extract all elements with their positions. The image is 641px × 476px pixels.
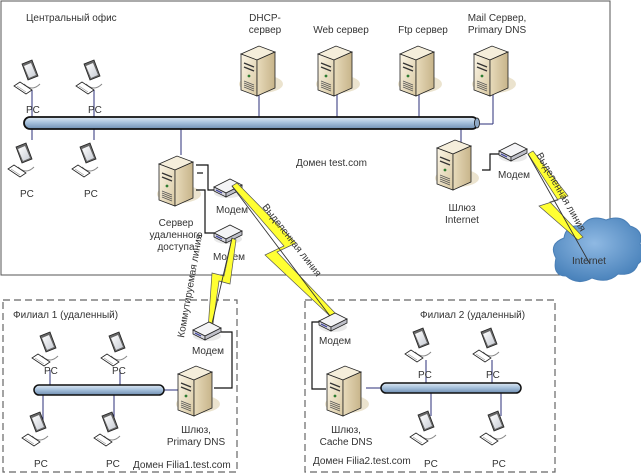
gateway-modem: Модем [498,142,530,181]
svg-text:PC: PC [424,459,438,470]
svg-text:Web сервер: Web сервер [313,25,369,36]
svg-text:DHCP-: DHCP- [249,13,281,24]
svg-text:Ftp сервер: Ftp сервер [398,25,448,36]
svg-text:Cache DNS: Cache DNS [320,437,373,448]
branch2-bus [380,382,522,394]
branch1-pc-1: PC [31,331,59,377]
central-office-border [0,0,611,276]
dhcp-server: DHCP- сервер [238,13,284,97]
svg-text:PC: PC [106,459,120,470]
branch2-gateway: Шлюз, Cache DNS [320,365,373,448]
branch2-pc-1: PC [404,327,432,381]
web-server: Web сервер [313,25,369,97]
svg-text:PC: PC [492,459,506,470]
svg-text:PC: PC [26,105,40,116]
svg-text:Шлюз: Шлюз [448,203,476,214]
central-pc-1: PC [13,59,41,116]
svg-text:Модем: Модем [192,346,224,357]
branch1-gateway: Шлюз, Primary DNS [167,365,226,448]
svg-text:Internet: Internet [445,215,479,226]
internet-gateway: Шлюз Internet [434,139,480,226]
branch2-title: Филиал 2 (удаленный) [420,310,525,321]
branch1-modem-cable [214,331,233,389]
central-pc-4: PC [71,142,99,200]
branch2-pc-3: PC [409,410,438,470]
svg-text:Сервер: Сервер [159,218,194,229]
central-pc-3: PC [7,142,35,200]
branch2-cables [366,360,502,416]
svg-text:PC: PC [20,189,34,200]
svg-text:PC: PC [418,370,432,381]
mail-server: Mail Сервер, Primary DNS [468,13,527,97]
central-office-title: Центральный офис [26,12,117,24]
branch2-modem-cable [311,321,326,390]
svg-text:Primary DNS: Primary DNS [468,25,527,36]
branch2-pc-2: PC [472,327,500,381]
branch1-title: Филиал 1 (удаленный) [13,310,118,321]
branch1-domain-label: Домен Filia1.test.com [133,460,231,471]
svg-text:PC: PC [486,370,500,381]
central-bus [23,116,480,130]
central-pc-2: PC [75,59,103,116]
branch2-border [304,299,556,473]
svg-text:PC: PC [112,366,126,377]
leased-line-branch2: Выделенная линия [231,182,338,321]
svg-text:Primary DNS: Primary DNS [167,437,226,448]
svg-text:сервер: сервер [249,25,282,36]
branch1-pc-2: PC [100,331,128,377]
branch1-bus [33,384,165,396]
central-modem-1: Модем [213,178,248,216]
svg-text:PC: PC [44,366,58,377]
central-domain-label: Домен test.com [296,158,367,169]
svg-text:Шлюз,: Шлюз, [181,425,211,436]
svg-text:Модем: Модем [216,205,248,216]
branch1-pc-4: PC [93,411,121,470]
svg-text:PC: PC [84,189,98,200]
svg-text:PC: PC [88,105,102,116]
branch1-pc-3: PC [21,411,49,470]
gateway-modem-cable [482,153,499,171]
svg-text:PC: PC [34,459,48,470]
branch2-pc-4: PC [479,410,507,470]
svg-text:Модем: Модем [319,336,351,347]
branch1-border [2,299,238,473]
ftp-server: Ftp сервер [397,25,448,97]
branch1-modem: Модем [192,321,224,357]
branch1-cables [42,370,178,420]
branch2-modem: Модем [318,312,351,347]
svg-text:удаленного: удаленного [149,230,202,241]
remote-modem-cables [196,164,215,234]
branch2-domain-label: Домен Filia2.test.com [313,456,411,467]
svg-text:Mail Сервер,: Mail Сервер, [468,13,527,24]
svg-text:доступа: доступа [157,242,195,253]
svg-text:Шлюз,: Шлюз, [331,425,361,436]
svg-text:Модем: Модем [498,170,530,181]
remote-access-server: Сервер удаленного доступа [149,155,203,253]
